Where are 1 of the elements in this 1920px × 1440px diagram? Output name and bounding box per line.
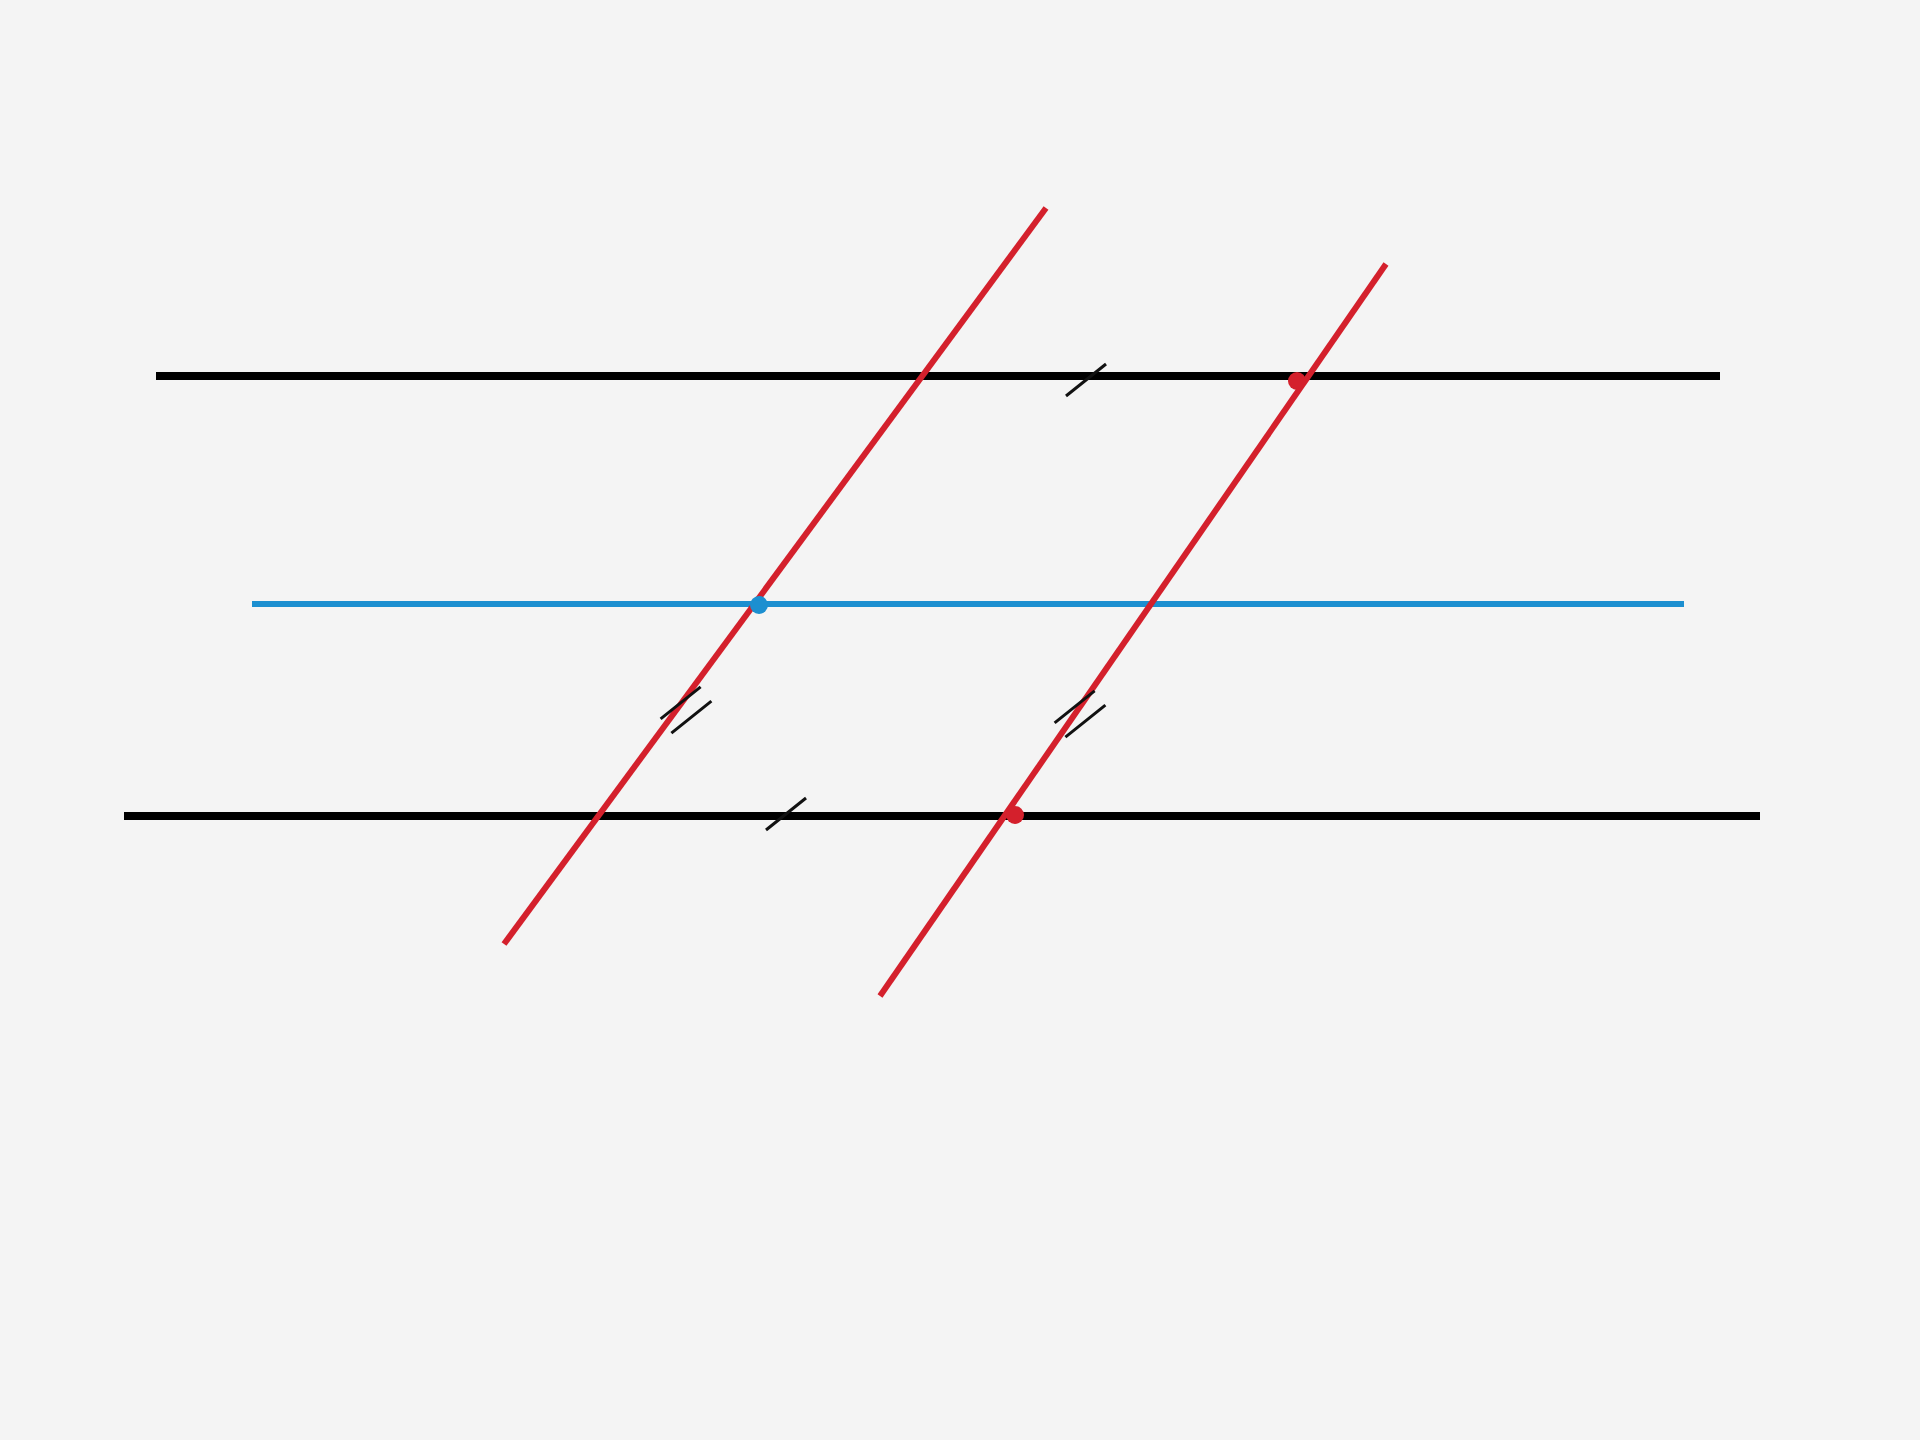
intersection-point (1287, 371, 1305, 389)
